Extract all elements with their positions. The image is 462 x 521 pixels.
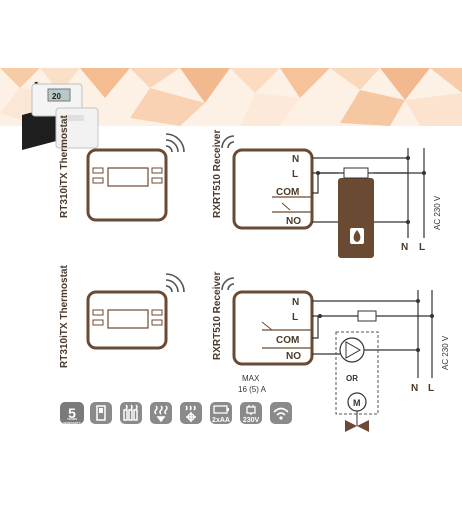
diagram-bottom: RT310iTX Thermostat RXRT510 Receiver N L… <box>59 265 450 432</box>
max-label: MAX <box>242 374 260 383</box>
switch-icon <box>90 402 112 424</box>
boiler-icon <box>338 178 374 258</box>
batteries-icon: 2xAA <box>210 402 232 424</box>
terminal-l-top: L <box>292 169 298 180</box>
warranty-number: 5 <box>68 405 76 421</box>
wireless-icon <box>270 402 292 424</box>
receiver-wireless-icon <box>221 135 235 149</box>
radiator-icon <box>120 402 142 424</box>
warranty-text: YEARS WARRANTY <box>63 417 81 425</box>
plug-icon: 230V <box>240 402 262 424</box>
receiver-label-bottom: RXRT510 Receiver <box>212 272 223 360</box>
supply-label-top: AC 230 V <box>433 195 442 230</box>
product-photo: 20 <box>22 81 99 150</box>
terminal-n-bottom: N <box>292 297 299 308</box>
supply-n-top: N <box>401 242 408 253</box>
supply-l-bottom: L <box>428 383 434 394</box>
supply-l-top: L <box>419 242 425 253</box>
decorative-banner <box>0 68 462 126</box>
terminal-no-top: NO <box>286 216 301 227</box>
terminal-com-top: COM <box>276 187 299 198</box>
thermostat-display: 20 <box>52 92 61 101</box>
or-label: OR <box>346 374 358 383</box>
supply-n-bottom: N <box>411 383 418 394</box>
terminal-no-bottom: NO <box>286 351 301 362</box>
svg-text:M: M <box>353 398 361 408</box>
battery-label: 2xAA <box>212 417 230 424</box>
terminal-n-top: N <box>292 154 299 165</box>
warranty-icon: 5 YEARS WARRANTY <box>60 402 84 425</box>
terminal-com-bottom: COM <box>276 335 299 346</box>
voltage-label: 230V <box>242 417 260 424</box>
diagram-top: RT310iTX Thermostat RXRT510 Receiver N L… <box>59 115 442 258</box>
wireless-signal-icon <box>165 273 185 293</box>
thermostat-label-top: RT310iTX Thermostat <box>59 115 70 218</box>
wireless-signal-icon <box>165 133 185 153</box>
heating-cooling-icon <box>180 402 202 424</box>
underfloor-heating-icon <box>150 402 172 424</box>
max-current-label: 16 (5) A <box>238 385 267 394</box>
thermostat-label-bottom: RT310iTX Thermostat <box>59 265 70 368</box>
terminal-l-bottom: L <box>292 312 298 323</box>
receiver-wireless-icon <box>221 277 235 291</box>
receiver-label-top: RXRT510 Receiver <box>212 130 223 218</box>
supply-label-bottom: AC 230 V <box>441 335 450 370</box>
